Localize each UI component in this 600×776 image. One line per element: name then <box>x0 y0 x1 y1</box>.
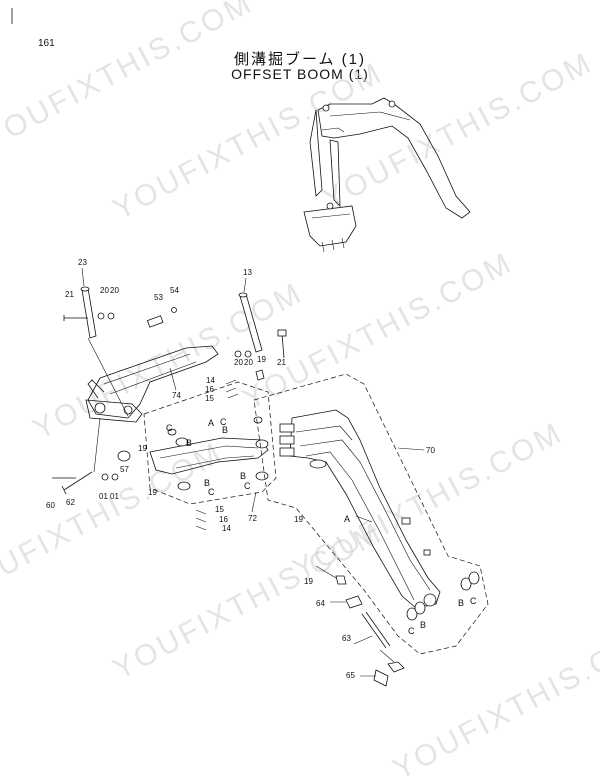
callout-57: 57 <box>120 465 129 474</box>
letter-B6: B <box>420 620 426 630</box>
letter-C3: C <box>244 481 251 491</box>
callout-62: 62 <box>66 498 75 507</box>
letter-B1: B <box>222 425 228 435</box>
callout-53: 53 <box>154 293 163 302</box>
watermark-4: YOUFIXTHIS.COM <box>28 276 309 446</box>
page-title-japanese: 側溝掘ブーム (1) <box>233 51 367 68</box>
page-number: 161 <box>38 38 55 49</box>
offset-boom-70 <box>253 373 489 687</box>
callout-16b: 16 <box>219 515 228 524</box>
callout-21a: 21 <box>65 290 74 299</box>
letter-C4: C <box>208 487 215 497</box>
callout-21b: 21 <box>277 358 286 367</box>
callout-14b: 14 <box>222 524 231 533</box>
letter-B5: B <box>458 598 464 608</box>
watermark-6: YOUFIXTHIS.COM <box>0 436 228 606</box>
letter-B4: B <box>204 478 210 488</box>
callout-19d: 19 <box>294 515 303 524</box>
letter-A1: A <box>208 418 214 428</box>
callout-01b: 01 <box>110 492 119 501</box>
offset-link-72 <box>143 292 287 531</box>
callout-16a: 16 <box>205 385 214 394</box>
letter-C6: C <box>408 626 415 636</box>
letter-A2: A <box>344 514 350 524</box>
callout-60: 60 <box>46 501 55 510</box>
callout-74: 74 <box>172 391 181 400</box>
callout-01a: 01 <box>99 492 108 501</box>
callout-14a: 14 <box>206 376 215 385</box>
callout-19e: 19 <box>304 577 313 586</box>
watermark-1: YOUFIXTHIS.COM <box>0 0 258 156</box>
callout-13: 13 <box>243 268 252 277</box>
callout-19c: 19 <box>148 488 157 497</box>
letter-C2: C <box>220 417 227 427</box>
callout-54: 54 <box>170 286 179 295</box>
callout-19a: 19 <box>257 355 266 364</box>
callout-15a: 15 <box>205 394 214 403</box>
letter-C1: C <box>166 423 173 433</box>
callout-20b: 20 <box>110 286 119 295</box>
letter-C5: C <box>470 596 477 606</box>
callout-20c: 20 <box>234 358 243 367</box>
overview-boom-illustration <box>303 97 471 253</box>
callout-70: 70 <box>426 446 435 455</box>
callout-15b: 15 <box>215 505 224 514</box>
callout-65: 65 <box>346 671 355 680</box>
callout-63: 63 <box>342 634 351 643</box>
callout-labels: 23 21 20 20 53 54 74 13 20 20 21 19 14 1… <box>46 258 477 680</box>
letter-B3: B <box>240 471 246 481</box>
callout-64: 64 <box>316 599 325 608</box>
callout-72: 72 <box>248 514 257 523</box>
callout-23: 23 <box>78 258 87 267</box>
callout-19b: 19 <box>138 444 147 453</box>
callout-20d: 20 <box>244 358 253 367</box>
callout-20a: 20 <box>100 286 109 295</box>
offset-link-bracket <box>52 286 219 495</box>
page-title-english: OFFSET BOOM (1) <box>231 66 369 82</box>
letter-B2: B <box>186 438 192 448</box>
watermark-9: YOUFIXTHIS.COM <box>388 616 600 776</box>
